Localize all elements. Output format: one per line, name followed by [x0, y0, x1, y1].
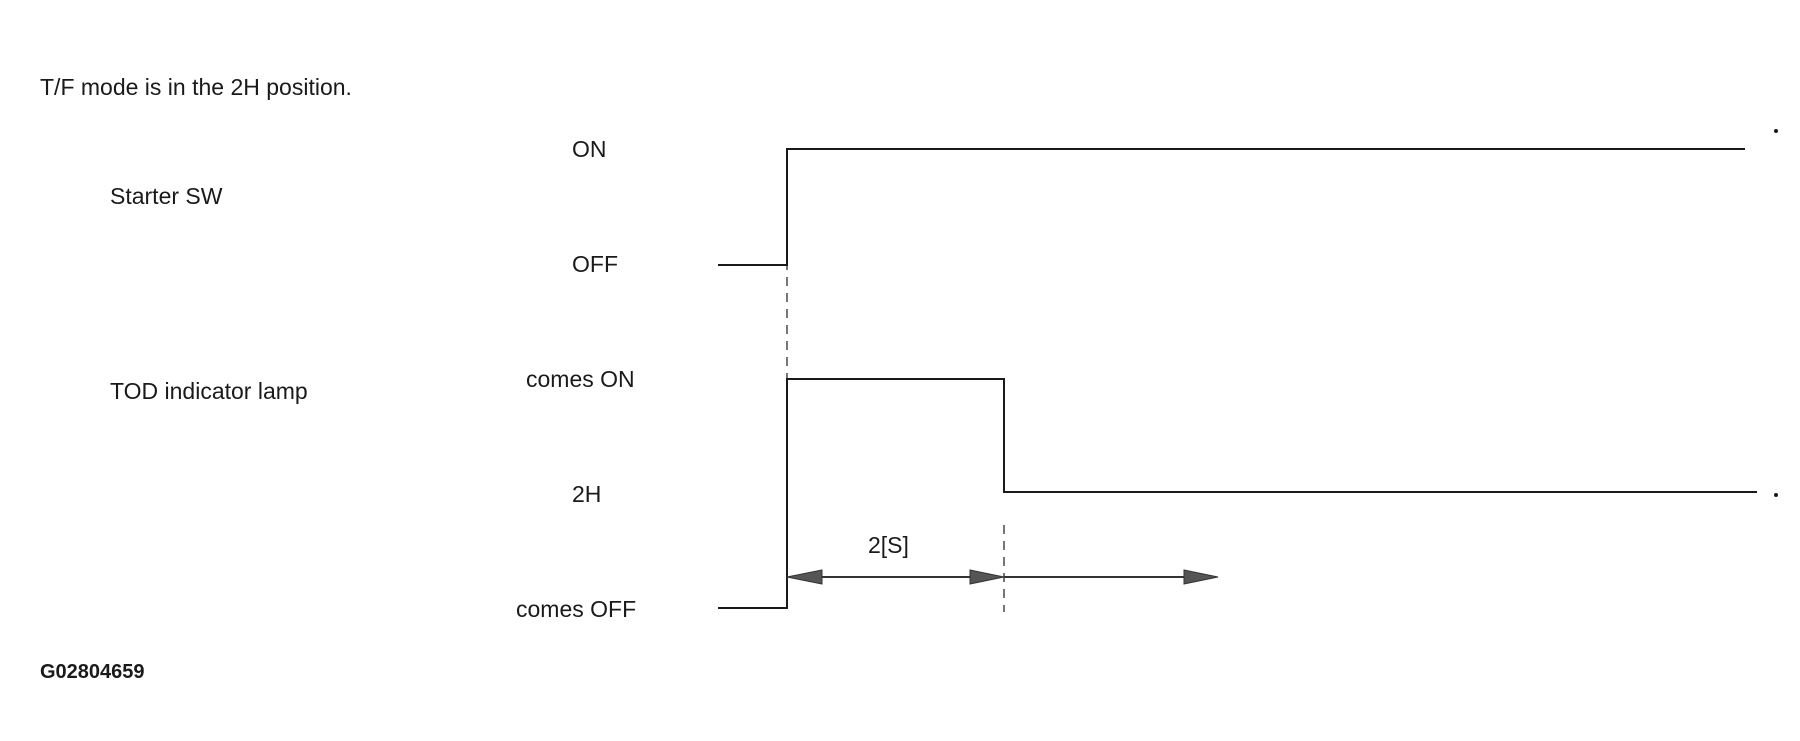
state-label-2h: 2H	[572, 481, 601, 507]
end-mark-bottom	[1774, 493, 1778, 497]
starter-sw-waveform	[718, 148, 1745, 266]
state-label-off: OFF	[572, 251, 618, 277]
state-label-on: ON	[572, 136, 607, 162]
tod-lamp-label: TOD indicator lamp	[110, 378, 308, 404]
condition-text: T/F mode is in the 2H position.	[40, 74, 352, 100]
duration-arrow-right-head	[969, 569, 1005, 585]
state-label-comes-on: comes ON	[526, 366, 635, 392]
continuation-arrow-head	[1183, 569, 1219, 585]
end-mark-top	[1774, 129, 1778, 133]
starter-sw-label: Starter SW	[110, 183, 223, 209]
duration-label: 2[S]	[868, 532, 909, 558]
state-label-comes-off: comes OFF	[516, 596, 636, 622]
tod-lamp-waveform	[718, 378, 1757, 609]
figure-code: G02804659	[40, 661, 145, 683]
duration-arrow-left-head	[786, 569, 823, 585]
